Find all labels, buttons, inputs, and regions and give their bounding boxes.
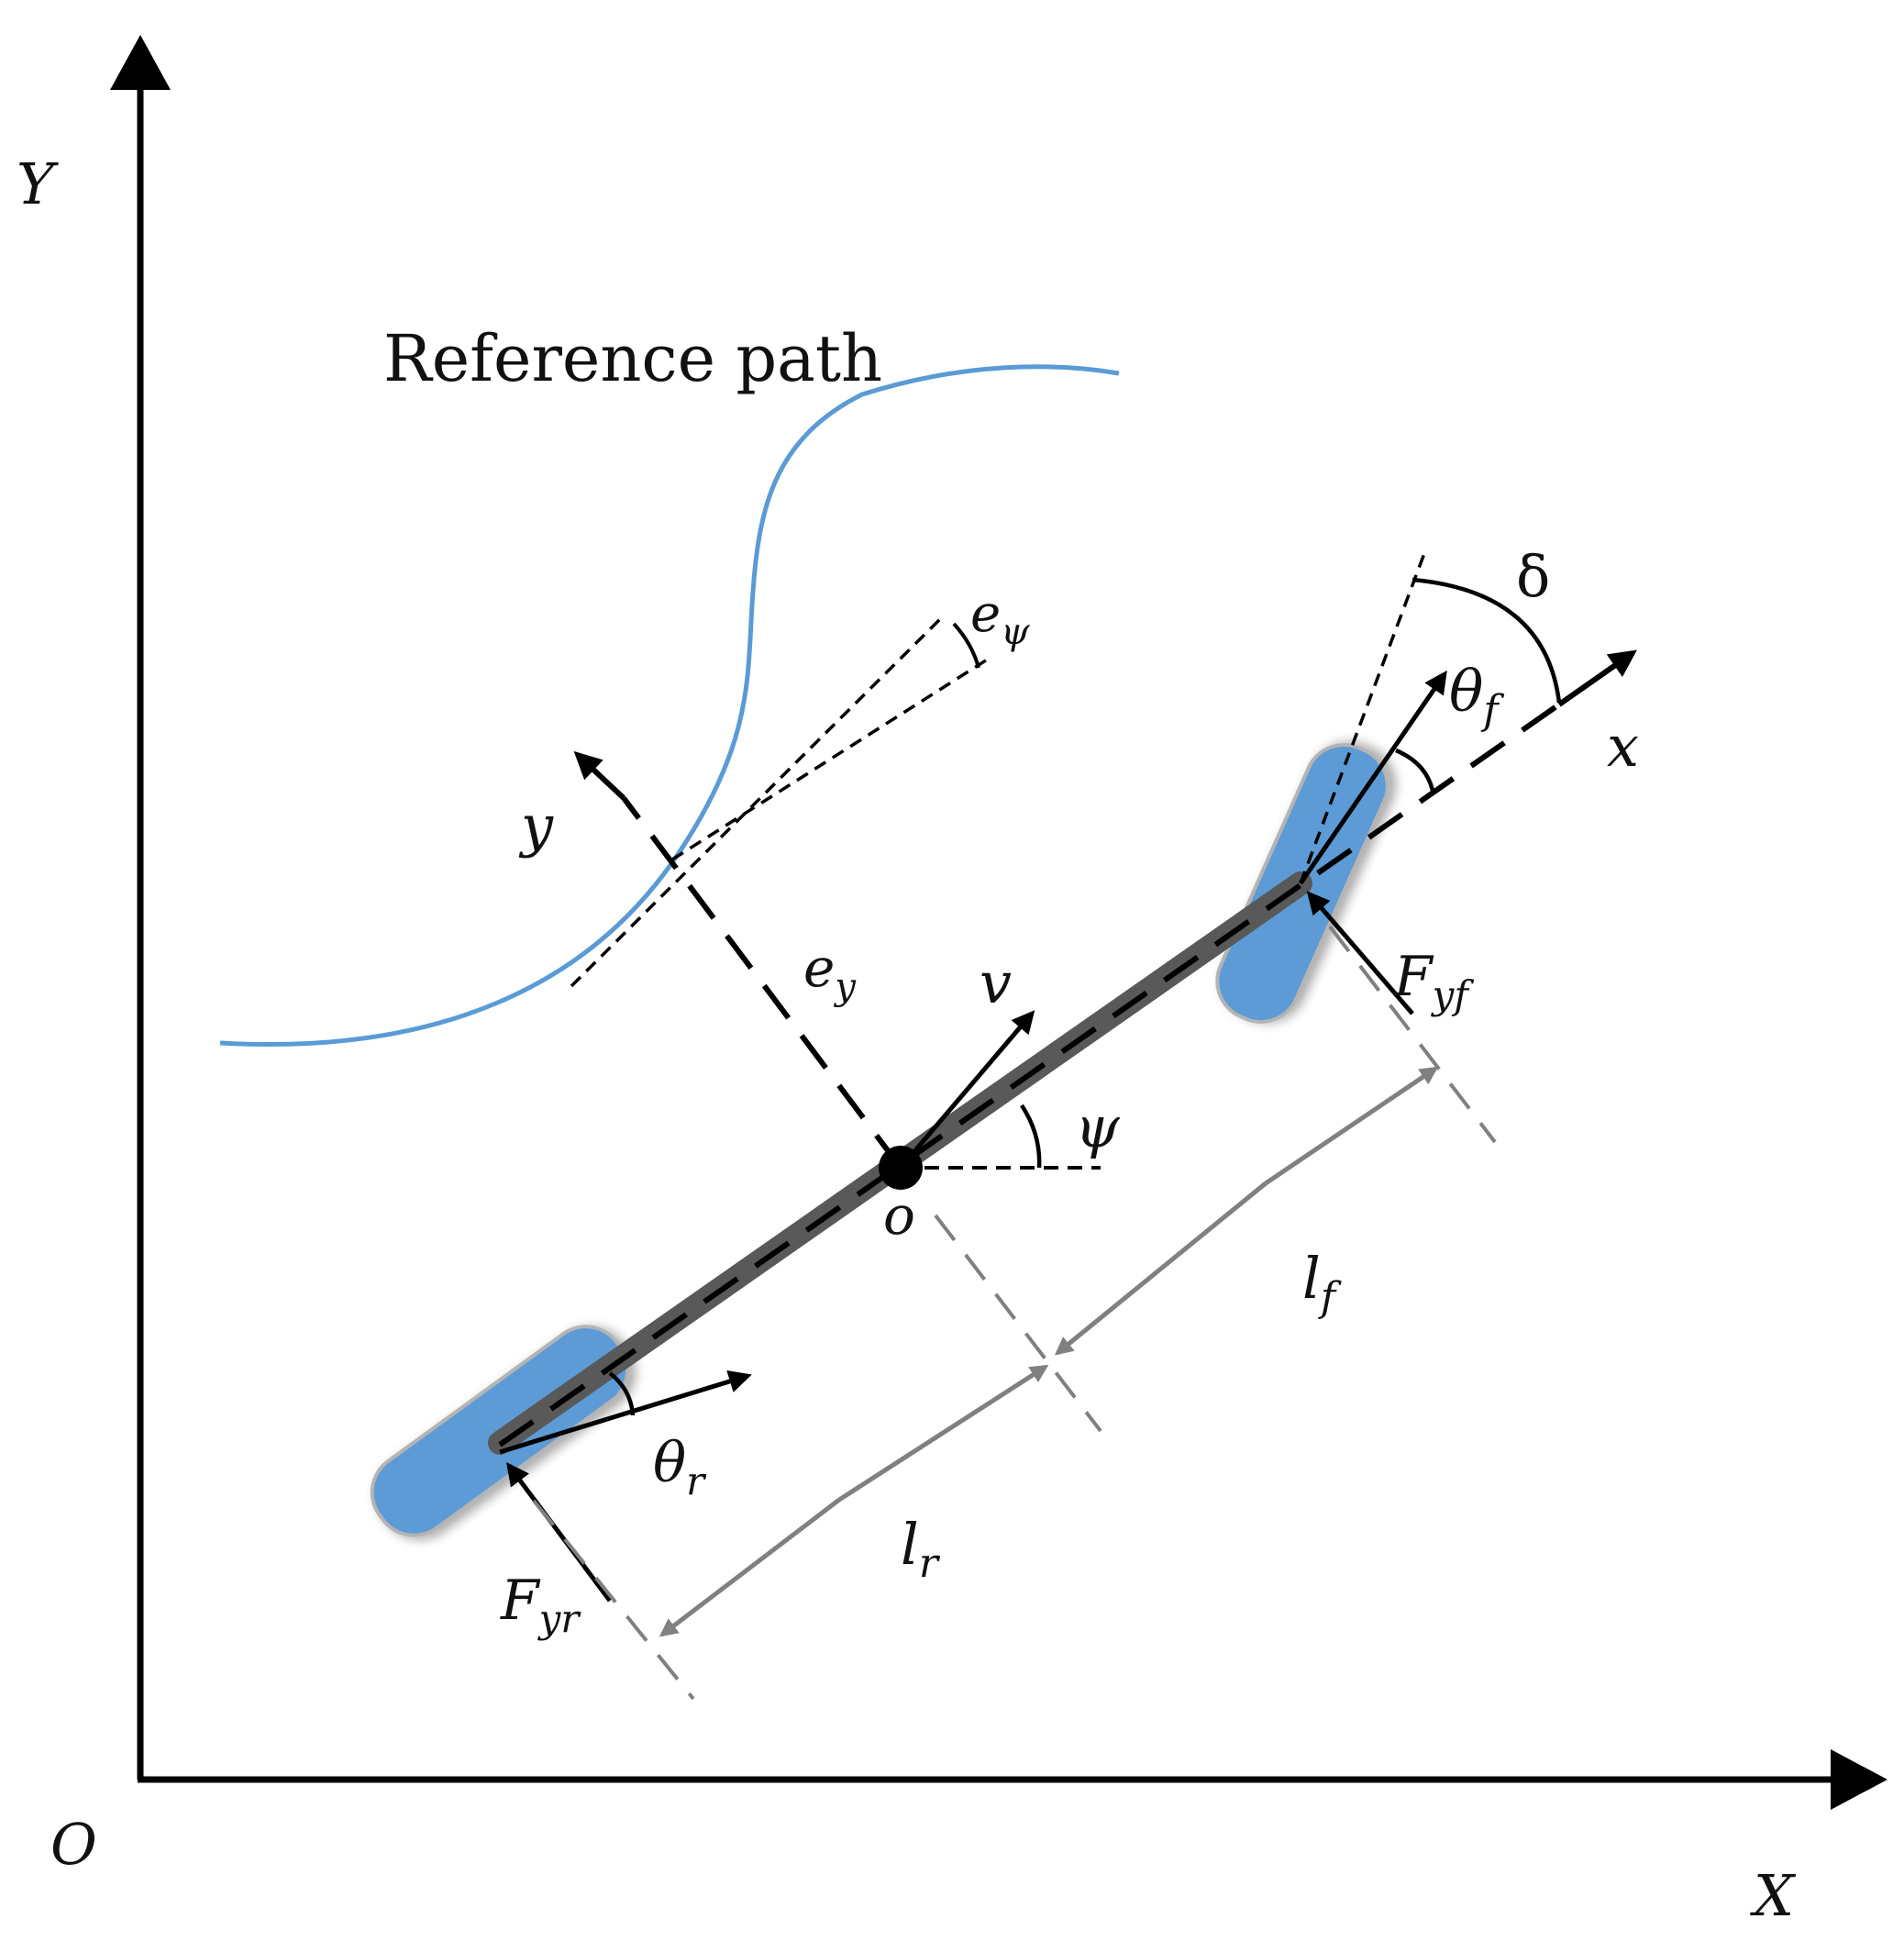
body-y-axis-dashed [621,796,903,1170]
cg-label: o [883,1184,915,1247]
body-x-axis-dashed [498,702,1561,1447]
front-wheel-heading-dashed [1299,548,1428,884]
y-axis-arrowhead [110,35,171,90]
theta-front-label: θf [1449,658,1504,734]
path-tangent-line [570,613,946,988]
rear-extension-line [532,1499,695,1701]
reference-path: Reference path [219,321,1120,1048]
theta-rear-label: θr [653,1431,707,1503]
body-x-axis-arrow [1557,649,1637,707]
steer-angle-arc [1411,577,1562,704]
reference-path-label: Reference path [383,321,882,396]
velocity-label: v [980,949,1012,1016]
heading-error-sub: ψ [1001,611,1030,653]
heading-error-e: e [970,584,1001,644]
body-y-label: y [518,793,554,860]
body-y-axis: y ey [518,750,903,1170]
rear-velocity-arrow [499,1370,752,1455]
theta-front-symbol: θ [1449,658,1483,725]
body-y-axis-arrow [573,750,626,801]
x-axis-arrowhead [1831,1749,1887,1810]
front-velocity-arrow [1298,670,1447,885]
front-length-l: l [1302,1245,1321,1312]
front-extension-line [1328,925,1497,1144]
rear-length-l: l [901,1511,919,1578]
heading-reference-line [671,657,990,861]
rear-wheel-group: θr Fyr [499,1370,752,1641]
cg-point [879,1146,923,1190]
front-length-dimension-a [1264,1066,1439,1186]
theta-rear-arc [608,1371,636,1416]
yaw-angle-label: ψ [1075,1093,1121,1160]
velocity-arrow [899,1010,1035,1170]
rear-length-dimension-a [837,1364,1049,1503]
chassis: x [488,649,1639,1455]
rear-length-label: lr [901,1511,941,1587]
cg-group: ψ v o [879,949,1121,1247]
lateral-error-e: e [803,937,835,999]
body-x-label: x [1607,713,1639,780]
global-axes: Y X O [17,35,1887,1929]
heading-error-label: eψ [970,584,1030,653]
front-length-dimension-b [1054,1181,1267,1356]
yaw-angle-arc [1020,1104,1042,1169]
theta-front-sub: f [1480,687,1504,734]
steer-angle-label: δ [1516,543,1550,610]
theta-front-arc [1395,748,1435,792]
rear-force-arrow [506,1461,613,1603]
cg-extension-line [934,1214,1102,1433]
axis-x-label: X [1750,1862,1797,1929]
front-force-label: Fyf [1393,945,1474,1017]
rear-force-label: Fyr [500,1569,581,1641]
heading-error: eψ [570,584,1030,988]
lateral-error-sub: y [833,966,857,1008]
axis-y-label: Y [17,150,59,217]
front-force-F: F [1393,945,1434,1009]
theta-rear-symbol: θ [653,1431,686,1495]
rear-force-F: F [500,1569,541,1633]
front-force-arrow [1306,891,1414,1015]
theta-rear-sub: r [686,1458,707,1503]
front-wheel-group: δ θf Fyf [1298,543,1562,1017]
heading-error-arc [952,622,980,669]
front-length-label: lf [1302,1245,1342,1321]
reference-path-curve [219,364,1120,1048]
rear-length-sub: r [919,1540,941,1587]
front-length-sub: f [1318,1274,1342,1321]
rear-force-sub: yr [537,1596,582,1641]
front-force-sub: yf [1431,972,1475,1017]
lateral-error-label: ey [803,937,857,1008]
rear-length-dimension-b [659,1498,841,1637]
origin-label: O [50,1811,97,1878]
